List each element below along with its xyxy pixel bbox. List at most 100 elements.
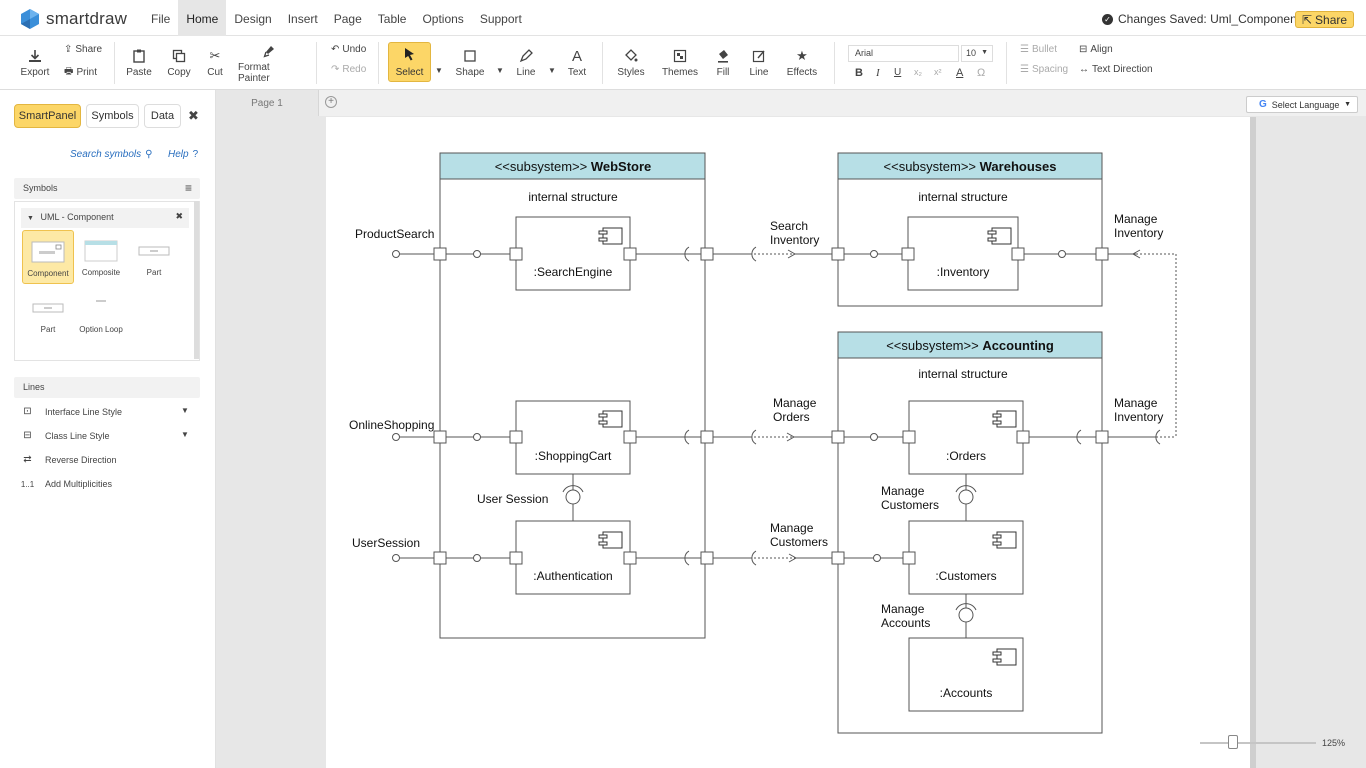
underline-icon[interactable]: U [894,67,902,78]
save-status-text: Changes Saved: Uml_Component [1118,12,1301,26]
interface-line-icon: ⊡ [23,406,32,417]
part-thumbnail [32,303,64,313]
library-header[interactable]: ▼ UML - Component ✖ [21,208,189,228]
align-button[interactable]: ⊟Align [1079,44,1113,55]
share-doc-button[interactable]: ⇪Share [64,44,103,55]
menu-options[interactable]: Options [422,12,464,26]
page-tab-strip [319,90,1366,116]
subscript-icon[interactable]: x₂ [914,67,922,77]
format-painter-button[interactable]: Format Painter [238,36,302,90]
symbol-component[interactable]: Component [22,230,74,284]
select-tool-button[interactable]: Select [388,42,431,82]
class-line-style-item[interactable]: ⊟Class Line Style [20,430,109,441]
themes-button[interactable]: Themes [662,36,698,90]
menu-table[interactable]: Table [377,12,407,26]
print-button[interactable]: 🖶Print [64,64,97,81]
select-dropdown-caret[interactable]: ▼ [435,66,443,75]
text-direction-button[interactable]: ↔Text Direction [1079,64,1153,75]
hamburger-menu-icon[interactable]: ≡ [184,181,192,195]
reverse-direction-item[interactable]: ⇄Reverse Direction [20,454,116,465]
cursor-arrow-icon [404,47,416,64]
tab-smartpanel[interactable]: SmartPanel [14,104,81,128]
symbol-composite[interactable]: Composite [75,230,127,284]
fill-bucket-icon [715,48,731,64]
fill-button[interactable]: Fill [712,36,734,90]
drawing-page[interactable] [326,117,1251,768]
text-tool-button[interactable]: A Text [567,47,587,79]
menu-insert[interactable]: Insert [287,12,318,26]
square-shape-icon [462,48,478,64]
page-tab[interactable]: Page 1 [216,90,319,116]
part-thumbnail [138,246,170,256]
symbol-part[interactable]: Part [128,230,180,284]
ribbon-divider [602,42,603,84]
effects-button[interactable]: ★ Effects [786,48,818,78]
share-button[interactable]: ⇱ Share [1295,11,1354,28]
ribbon-divider [114,42,115,84]
paintbrush-icon [262,43,278,59]
redo-button[interactable]: ↷Redo [331,64,367,75]
zoom-level: 125% [1322,738,1346,748]
menu-page[interactable]: Page [333,12,362,26]
italic-icon[interactable]: I [876,67,880,79]
tab-data[interactable]: Data [144,104,181,128]
shape-dropdown-caret[interactable]: ▼ [496,66,504,75]
menu-file[interactable]: File [151,12,171,26]
undo-button[interactable]: ↶Undo [331,44,367,55]
close-panel-icon[interactable]: ✖ [188,108,199,123]
styles-button[interactable]: Styles [614,36,648,90]
paste-button[interactable]: Paste [124,36,154,90]
interface-line-style-item[interactable]: ⊡Interface Line Style [20,406,122,417]
superscript-icon[interactable]: x² [934,67,942,77]
zoom-slider-track[interactable] [1200,742,1316,744]
swap-arrows-icon: ⇄ [23,454,32,465]
shape-tool-button[interactable]: Shape [454,36,486,90]
cut-button[interactable]: ✂ Cut [207,48,223,78]
copy-button[interactable]: Copy [164,36,194,90]
spacing-button[interactable]: ☰Spacing [1020,64,1069,75]
ribbon-divider [378,42,379,84]
check-circle-icon: ✓ [1102,13,1113,25]
symbol-part-2[interactable]: Part [22,287,74,341]
close-library-icon[interactable]: ✖ [175,211,183,221]
copy-icon [171,48,187,64]
undo-icon: ↶ [331,44,340,55]
line-style-button[interactable]: Line [746,36,772,90]
menu-support[interactable]: Support [479,12,522,26]
share-icon: ⇱ [1301,12,1313,27]
export-button[interactable]: Export [18,36,52,90]
zoom-slider-thumb[interactable] [1228,735,1238,749]
line-tool-button[interactable]: Line [514,36,538,90]
special-character-icon[interactable]: Ω [977,67,986,79]
ribbon-divider [834,42,835,84]
text-direction-icon: ↔ [1079,64,1089,75]
menu-home[interactable]: Home [178,0,227,36]
star-icon: ★ [796,48,808,63]
app-logo[interactable]: smartdraw [20,9,127,29]
search-symbols-link[interactable]: Search symbols ⚲ [70,149,153,160]
font-size-select[interactable]: 10▼ [961,45,993,62]
font-family-select[interactable]: Arial [848,45,959,62]
chevron-down-icon: ▼ [1344,101,1351,108]
help-link[interactable]: Help ? [168,149,199,160]
symbols-scrollbar[interactable] [194,201,199,359]
ribbon-divider [316,42,317,84]
vertical-scrollbar[interactable] [1250,117,1256,768]
interface-line-dropdown-caret[interactable]: ▼ [181,406,189,415]
bullet-button[interactable]: ☰Bullet [1020,44,1057,55]
symbol-library-box: ▼ UML - Component ✖ [14,201,200,361]
class-line-dropdown-caret[interactable]: ▼ [181,430,189,439]
bold-icon[interactable]: B [855,67,863,79]
add-page-icon[interactable]: + [325,96,337,108]
menu-design[interactable]: Design [234,12,272,26]
font-color-icon[interactable]: A [956,67,964,79]
symbol-option-loop[interactable]: Option Loop [75,287,127,341]
align-icon: ⊟ [1079,44,1088,55]
tab-symbols[interactable]: Symbols [86,104,139,128]
app-name: smartdraw [46,9,128,28]
help-circle-icon: ? [192,149,199,160]
line-dropdown-caret[interactable]: ▼ [548,66,556,75]
symbols-section-header[interactable]: Symbols ≡ [14,178,200,199]
select-language-button[interactable]: G Select Language ▼ [1246,96,1358,113]
